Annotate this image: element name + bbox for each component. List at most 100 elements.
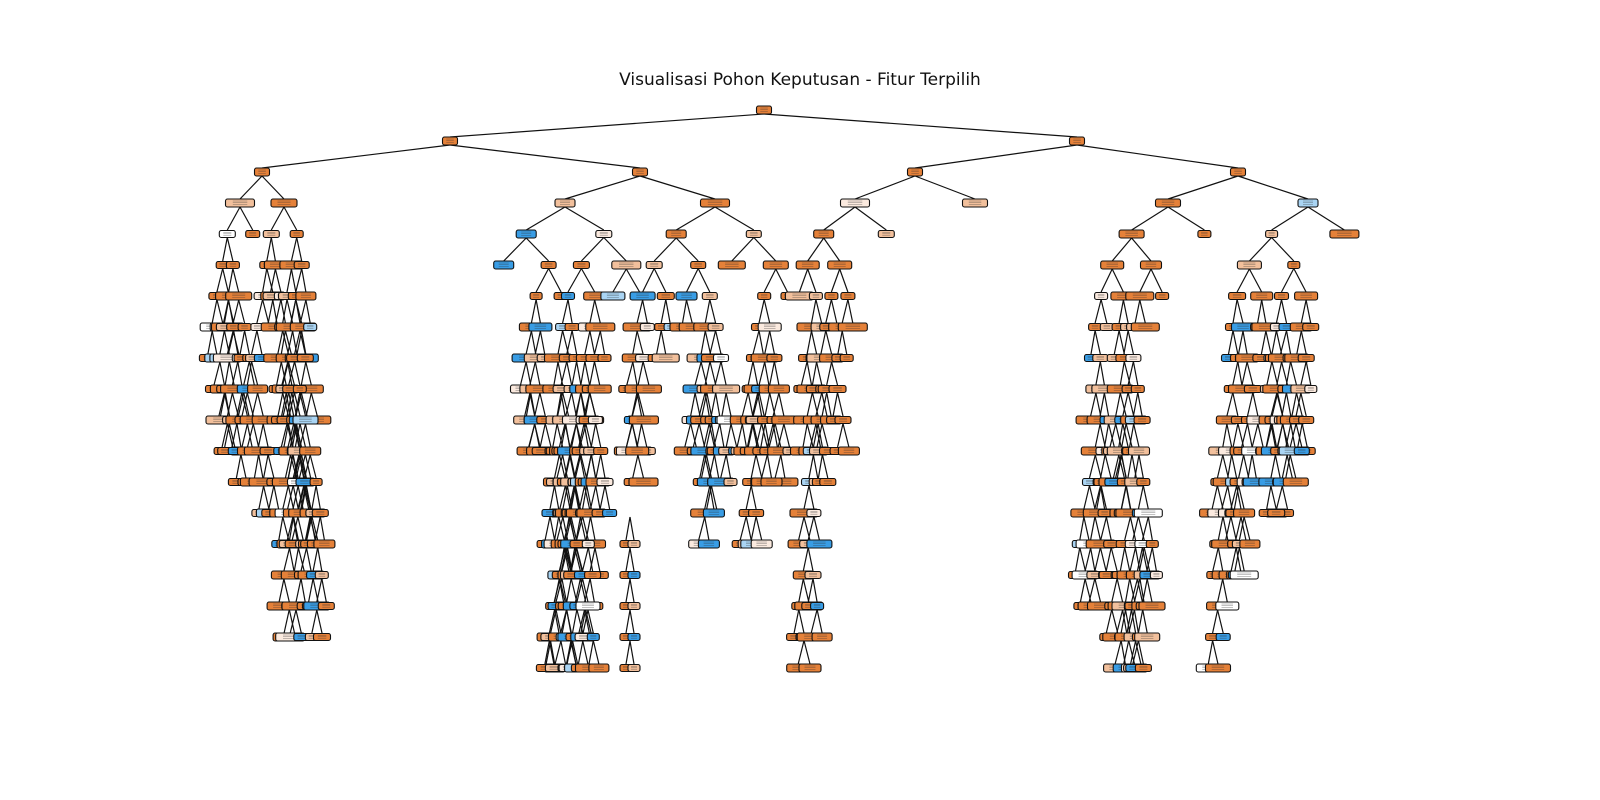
tree-edge xyxy=(554,609,560,634)
tree-edge xyxy=(632,361,638,386)
tree-edge xyxy=(825,330,833,355)
tree-edge xyxy=(554,640,562,665)
tree-edge xyxy=(556,392,562,417)
tree-edge xyxy=(579,454,586,479)
tree-edge xyxy=(1128,609,1135,634)
tree-edge xyxy=(300,578,306,603)
tree-edge xyxy=(295,268,303,293)
tree-edge xyxy=(262,268,268,293)
tree-edge xyxy=(1122,423,1129,448)
tree-edge xyxy=(1110,547,1118,572)
tree-edge xyxy=(1232,299,1238,324)
tree-edge xyxy=(653,237,677,262)
tree-edge xyxy=(758,330,764,355)
tree-edge xyxy=(594,299,601,324)
tree-edge xyxy=(548,609,556,634)
tree-edge xyxy=(310,392,318,417)
tree-node xyxy=(631,167,649,177)
tree-edge xyxy=(317,547,323,572)
tree-node xyxy=(1267,508,1286,518)
tree-edge xyxy=(1100,299,1108,324)
tree-edge xyxy=(286,268,292,293)
tree-node xyxy=(314,570,329,580)
tree-edge xyxy=(273,485,280,510)
tree-edge xyxy=(549,485,556,510)
tree-node xyxy=(961,198,989,208)
tree-node xyxy=(1125,353,1142,363)
tree-edge xyxy=(239,175,263,200)
tree-edge xyxy=(525,237,550,262)
tree-node xyxy=(628,415,659,425)
tree-edge xyxy=(802,423,808,448)
tree-edge xyxy=(1235,516,1242,541)
tree-edge xyxy=(1131,206,1169,231)
tree-edge xyxy=(534,392,541,417)
tree-edge xyxy=(283,206,298,231)
tree-edge xyxy=(1212,640,1219,665)
tree-node xyxy=(813,229,835,239)
tree-edge xyxy=(709,299,717,324)
tree-edge xyxy=(582,609,589,634)
tree-edge xyxy=(280,423,288,448)
tree-edge xyxy=(751,392,759,417)
tree-edge xyxy=(1248,237,1273,262)
tree-edge xyxy=(806,392,813,417)
tree-edge xyxy=(631,392,639,417)
tree-edge xyxy=(282,330,289,355)
tree-edge xyxy=(1096,485,1102,510)
tree-edge xyxy=(528,423,536,448)
tree-node xyxy=(299,446,322,456)
tree-node xyxy=(1204,663,1232,673)
tree-edge xyxy=(578,423,585,448)
tree-node xyxy=(292,384,307,394)
tree-edge xyxy=(257,423,264,448)
tree-edge xyxy=(725,423,732,448)
tree-edge xyxy=(1289,454,1297,479)
tree-edge xyxy=(810,330,818,355)
tree-edge xyxy=(1285,361,1292,386)
tree-edge xyxy=(775,268,789,293)
tree-edge xyxy=(575,516,581,541)
tree-edge xyxy=(544,516,551,541)
tree-edge xyxy=(224,361,230,386)
tree-node xyxy=(262,229,280,239)
tree-edge xyxy=(823,237,841,262)
tree-node xyxy=(766,353,783,363)
tree-edge xyxy=(316,578,323,603)
tree-edge xyxy=(1124,547,1131,572)
tree-edge xyxy=(636,299,644,324)
tree-node xyxy=(627,601,641,611)
tree-node xyxy=(702,508,725,518)
tree-edge xyxy=(232,268,240,293)
tree-edge xyxy=(699,454,706,479)
tree-edge xyxy=(807,268,817,293)
tree-edge xyxy=(1281,485,1289,510)
tree-edge xyxy=(257,392,264,417)
tree-edge xyxy=(570,516,577,541)
tree-edge xyxy=(1274,454,1281,479)
tree-edge xyxy=(1236,299,1244,324)
tree-edge xyxy=(262,423,269,448)
tree-edge xyxy=(642,268,655,293)
tree-edge xyxy=(288,609,296,634)
tree-edge xyxy=(1281,392,1287,417)
tree-edge xyxy=(1251,423,1259,448)
tree-edge xyxy=(625,547,631,572)
tree-edge xyxy=(813,516,820,541)
tree-edge xyxy=(713,454,720,479)
tree-edge xyxy=(1095,392,1102,417)
tree-node xyxy=(804,570,822,580)
tree-edge xyxy=(1240,516,1247,541)
tree-edge xyxy=(560,361,568,386)
tree-edge xyxy=(1275,330,1283,355)
tree-edge xyxy=(1252,392,1259,417)
tree-edge xyxy=(449,113,765,138)
tree-edge xyxy=(299,423,307,448)
tree-node xyxy=(707,322,724,332)
tree-edge xyxy=(821,392,828,417)
tree-edge xyxy=(282,485,289,510)
tree-edge xyxy=(1275,485,1283,510)
tree-node xyxy=(225,260,240,270)
tree-node xyxy=(1215,601,1240,611)
tree-node xyxy=(767,384,790,394)
